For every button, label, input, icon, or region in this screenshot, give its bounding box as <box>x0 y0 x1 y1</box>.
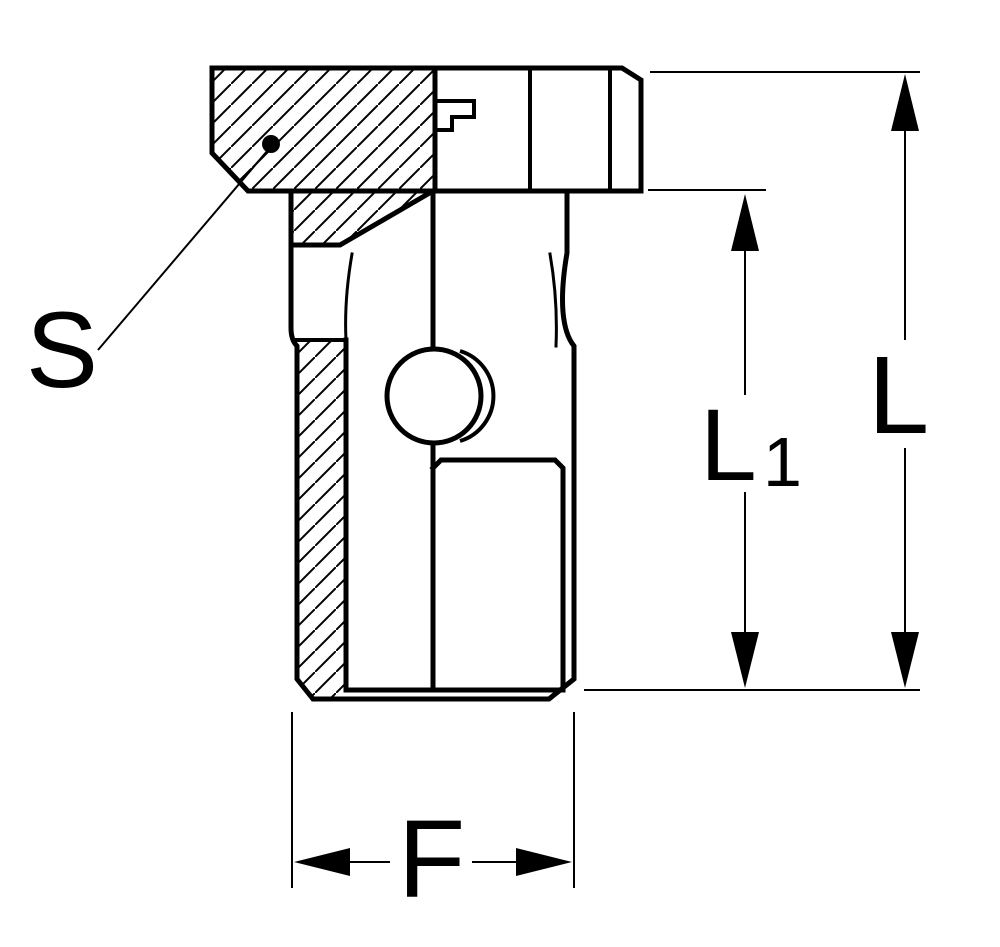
dim-f: F <box>291 712 575 921</box>
head-outline <box>209 65 644 194</box>
hatch-seat <box>291 191 433 245</box>
dim-l1: L 1 <box>648 189 802 688</box>
dim-label-l1-sub: 1 <box>763 423 802 501</box>
dim-label-l: L <box>868 334 929 457</box>
bolt-body <box>288 187 577 702</box>
s-leader-line <box>97 149 269 351</box>
body-profile <box>288 188 577 702</box>
l-arrow-up-icon <box>891 74 919 131</box>
dim-l: L <box>584 71 929 691</box>
thread-runout-left <box>344 252 354 342</box>
dim-label-l1-base: L <box>700 388 757 502</box>
l-arrow-down-icon <box>891 632 919 688</box>
l1-arrow-up-icon <box>731 194 759 251</box>
cross-hole <box>384 346 496 446</box>
f-arrow-right-icon <box>516 848 572 876</box>
l1-arrow-down-icon <box>731 632 759 688</box>
thread-bore-outline <box>429 457 566 693</box>
banjo-hole-chamfer-arc <box>459 349 496 443</box>
label-s: S <box>26 135 280 410</box>
dim-label-s: S <box>26 289 98 410</box>
hatch-body-wall <box>297 340 346 699</box>
hatch-head <box>212 68 435 191</box>
underhead-seat-profile <box>288 187 437 248</box>
s-leader-dot <box>262 135 280 153</box>
banjo-hole-circle <box>384 346 484 446</box>
head-notch-detail <box>434 99 476 132</box>
dim-label-f: F <box>398 798 465 921</box>
section-hatch <box>212 68 435 699</box>
bolt-head <box>209 65 644 194</box>
thread-runout-right <box>548 252 558 348</box>
f-arrow-left-icon <box>294 848 350 876</box>
